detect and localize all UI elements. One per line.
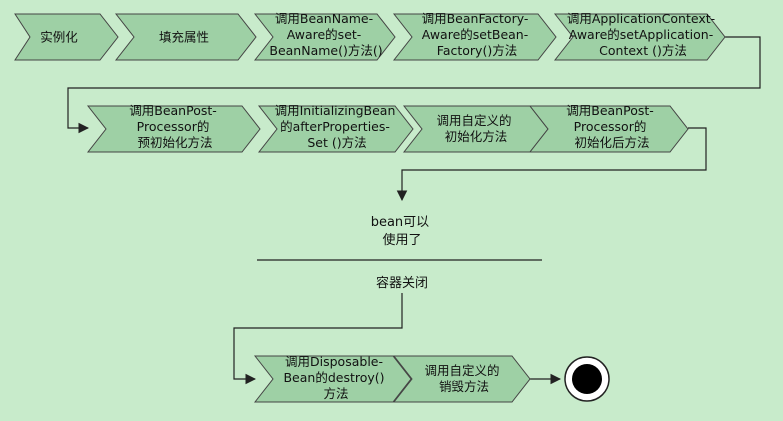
step-custom-destroy-label: 调用自定义的 销毁方法 bbox=[425, 363, 504, 394]
step-after-properties-set-shape bbox=[257, 105, 414, 153]
connector-close-to-destroy bbox=[233, 293, 403, 385]
step-bean-name-aware: 调用BeanName- Aware的set- BeanName()方法() bbox=[253, 11, 396, 61]
step-instantiate: 实例化 bbox=[14, 13, 119, 61]
step-app-context-aware-shape bbox=[553, 13, 726, 61]
step-bean-name-aware-shape bbox=[253, 13, 396, 61]
step-instantiate-label: 实例化 bbox=[40, 29, 78, 44]
step-populate-shape bbox=[114, 13, 257, 61]
step-after-properties-set-label: 调用InitializingBean 的afterProperties- Set… bbox=[275, 103, 400, 150]
container-close-label: 容器关闭 bbox=[376, 275, 428, 291]
step-post-after-init: 调用BeanPost- Processor的 初始化后方法 bbox=[528, 103, 689, 153]
step-post-after-init-shape bbox=[528, 105, 689, 153]
bean-ready-label: bean可以 使用了 bbox=[371, 215, 434, 248]
step-disposable-bean: 调用Disposable- Bean的destroy() 方法 bbox=[253, 354, 412, 403]
end-state bbox=[564, 356, 610, 402]
step-custom-destroy: 调用自定义的 销毁方法 bbox=[392, 355, 531, 403]
step-app-context-aware: 调用ApplicationContext- Aware的setApplicati… bbox=[553, 11, 726, 61]
step-post-after-init-label: 调用BeanPost- Processor的 初始化后方法 bbox=[566, 103, 658, 150]
step-custom-init: 调用自定义的 初始化方法 bbox=[402, 105, 549, 153]
step-populate-label: 填充属性 bbox=[159, 29, 209, 44]
step-populate: 填充属性 bbox=[114, 13, 257, 61]
step-app-context-aware-label: 调用ApplicationContext- Aware的setApplicati… bbox=[567, 11, 719, 58]
step-disposable-bean-shape bbox=[253, 355, 412, 403]
step-disposable-bean-label: 调用Disposable- Bean的destroy() 方法 bbox=[283, 354, 388, 401]
step-after-properties-set: 调用InitializingBean 的afterProperties- Set… bbox=[257, 103, 414, 153]
end-state-dot bbox=[572, 364, 602, 394]
step-post-before-init-label: 调用BeanPost- Processor的 预初始化方法 bbox=[129, 103, 221, 150]
connector-row2-to-ready bbox=[396, 127, 707, 202]
connector-row1-to-row2 bbox=[67, 36, 761, 134]
step-custom-init-label: 调用自定义的 初始化方法 bbox=[437, 113, 516, 144]
step-bean-factory-aware-label: 调用BeanFactory- Aware的setBean- Factory()方… bbox=[422, 11, 533, 58]
step-custom-destroy-shape bbox=[392, 355, 531, 403]
step-post-before-init-shape bbox=[86, 105, 261, 153]
step-bean-name-aware-label: 调用BeanName- Aware的set- BeanName()方法() bbox=[269, 11, 382, 58]
step-instantiate-shape bbox=[14, 13, 119, 61]
step-bean-factory-aware-shape bbox=[392, 13, 557, 61]
step-post-before-init: 调用BeanPost- Processor的 预初始化方法 bbox=[86, 103, 261, 153]
step-bean-factory-aware: 调用BeanFactory- Aware的setBean- Factory()方… bbox=[392, 11, 557, 61]
